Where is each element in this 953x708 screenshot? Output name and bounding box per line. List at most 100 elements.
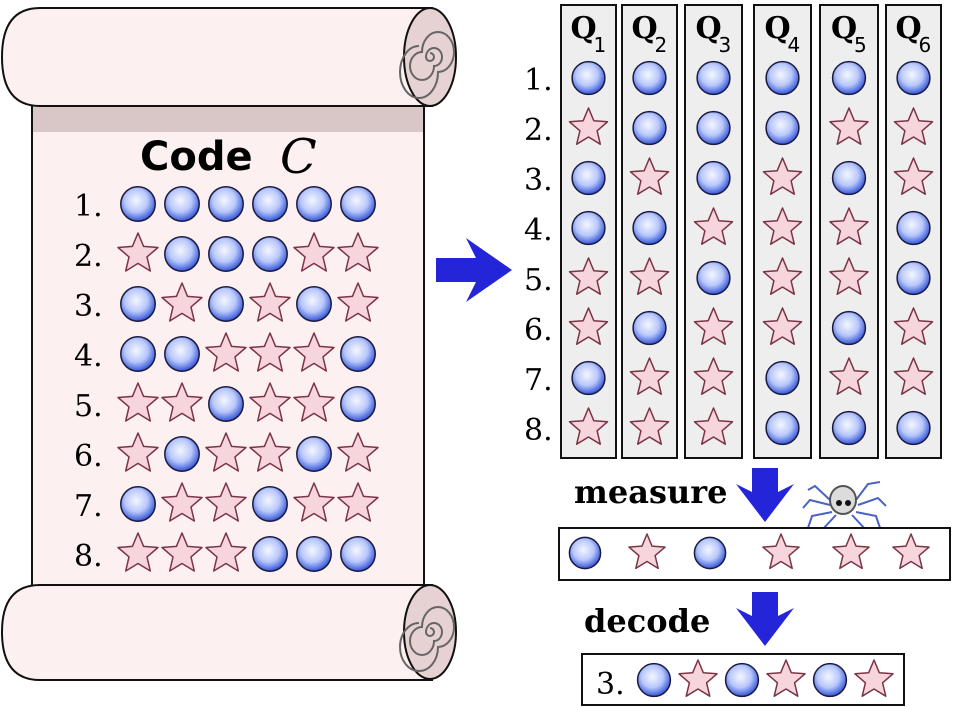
star-icon — [693, 357, 734, 395]
row-label: 6. — [524, 313, 553, 348]
row-label: 2. — [524, 113, 553, 148]
qubit-subscript: 6 — [919, 33, 932, 57]
star-icon — [829, 257, 869, 295]
star-icon — [293, 382, 335, 422]
qubit-column: Q1 — [560, 4, 617, 459]
star-icon — [337, 482, 379, 522]
star-icon — [762, 207, 803, 245]
row-label: 4. — [74, 339, 103, 374]
star-icon — [249, 382, 291, 422]
right-arrow-icon — [436, 238, 512, 302]
circle-icon — [164, 186, 200, 222]
row-label: 8. — [74, 539, 103, 574]
code-rows: 1.2.3.4.5.6.7.8. — [74, 186, 379, 574]
circle-icon — [164, 436, 200, 472]
row-label: 4. — [524, 213, 553, 248]
qubit-letter: Q — [632, 11, 658, 46]
star-icon — [893, 357, 934, 395]
circle-icon — [632, 310, 667, 346]
star-icon — [205, 432, 247, 472]
code-title: Code — [140, 134, 253, 180]
qubit-column: Q5 — [819, 4, 879, 459]
qubit-column: Q6 — [885, 4, 942, 459]
star-icon — [829, 207, 869, 245]
row-label: 1. — [524, 63, 553, 98]
star-icon — [693, 307, 734, 345]
star-icon — [117, 432, 159, 472]
scroll-paper-band — [33, 105, 423, 132]
star-icon — [568, 407, 609, 445]
star-icon — [337, 232, 379, 272]
circle-icon — [896, 210, 931, 246]
circle-icon — [632, 210, 667, 246]
circle-icon — [765, 60, 800, 96]
star-icon — [893, 157, 934, 195]
circle-icon — [208, 386, 244, 422]
qubit-row-labels: 1.2.3.4.5.6.7.8. — [524, 63, 553, 448]
star-icon — [249, 432, 291, 472]
qubit-letter: Q — [831, 11, 857, 46]
star-icon — [829, 107, 869, 145]
spiral-icon — [399, 31, 455, 99]
circle-icon — [571, 60, 606, 96]
circle-icon — [340, 336, 376, 372]
star-icon — [892, 533, 930, 570]
star-icon — [205, 482, 247, 522]
star-icon — [762, 257, 803, 295]
row-label: 8. — [524, 413, 553, 448]
row-label: 5. — [524, 263, 553, 298]
circle-icon — [120, 186, 156, 222]
circle-icon — [636, 662, 672, 698]
row-label: 7. — [74, 489, 103, 524]
circle-icon — [632, 110, 667, 146]
star-icon — [693, 407, 734, 445]
star-icon — [293, 232, 335, 272]
code-scroll: Code C 1.2.3.4.5.6.7.8. — [0, 7, 457, 681]
circle-icon — [632, 60, 667, 96]
code-symbol: C — [280, 129, 317, 185]
circle-icon — [765, 360, 800, 396]
star-icon — [337, 282, 379, 322]
measure-result-box — [558, 527, 951, 581]
circle-icon — [693, 536, 727, 570]
star-icon — [293, 332, 335, 372]
spiral-icon — [399, 606, 455, 672]
circle-icon — [896, 260, 931, 296]
measure-result — [568, 533, 930, 570]
circle-icon — [724, 662, 760, 698]
row-label: 6. — [74, 439, 103, 474]
star-icon — [161, 482, 203, 522]
star-icon — [829, 357, 869, 395]
row-label: 3. — [524, 163, 553, 198]
star-icon — [568, 107, 609, 145]
circle-icon — [252, 536, 288, 572]
circle-icon — [208, 236, 244, 272]
qubit-column: Q2 — [621, 4, 678, 459]
circle-icon — [571, 210, 606, 246]
circle-icon — [765, 410, 800, 446]
star-icon — [161, 382, 203, 422]
star-icon — [762, 157, 803, 195]
circle-icon — [765, 110, 800, 146]
decode-label: decode — [584, 602, 710, 640]
star-icon — [629, 257, 670, 295]
scroll-top-roll — [0, 7, 433, 107]
star-icon — [762, 533, 800, 570]
circle-icon — [831, 60, 867, 96]
qubit-subscript: 1 — [594, 33, 607, 57]
qubit-letter: Q — [696, 11, 722, 46]
star-icon — [766, 659, 806, 697]
scroll-bottom-roll — [0, 584, 433, 681]
measure-label: measure — [574, 473, 727, 511]
star-icon — [249, 282, 291, 322]
row-label: 2. — [74, 239, 103, 274]
circle-icon — [296, 436, 332, 472]
circle-icon — [164, 336, 200, 372]
circle-icon — [120, 486, 156, 522]
qubit-letter: Q — [765, 11, 791, 46]
circle-icon — [252, 236, 288, 272]
star-icon — [629, 407, 670, 445]
circle-icon — [296, 286, 332, 322]
circle-icon — [696, 110, 731, 146]
